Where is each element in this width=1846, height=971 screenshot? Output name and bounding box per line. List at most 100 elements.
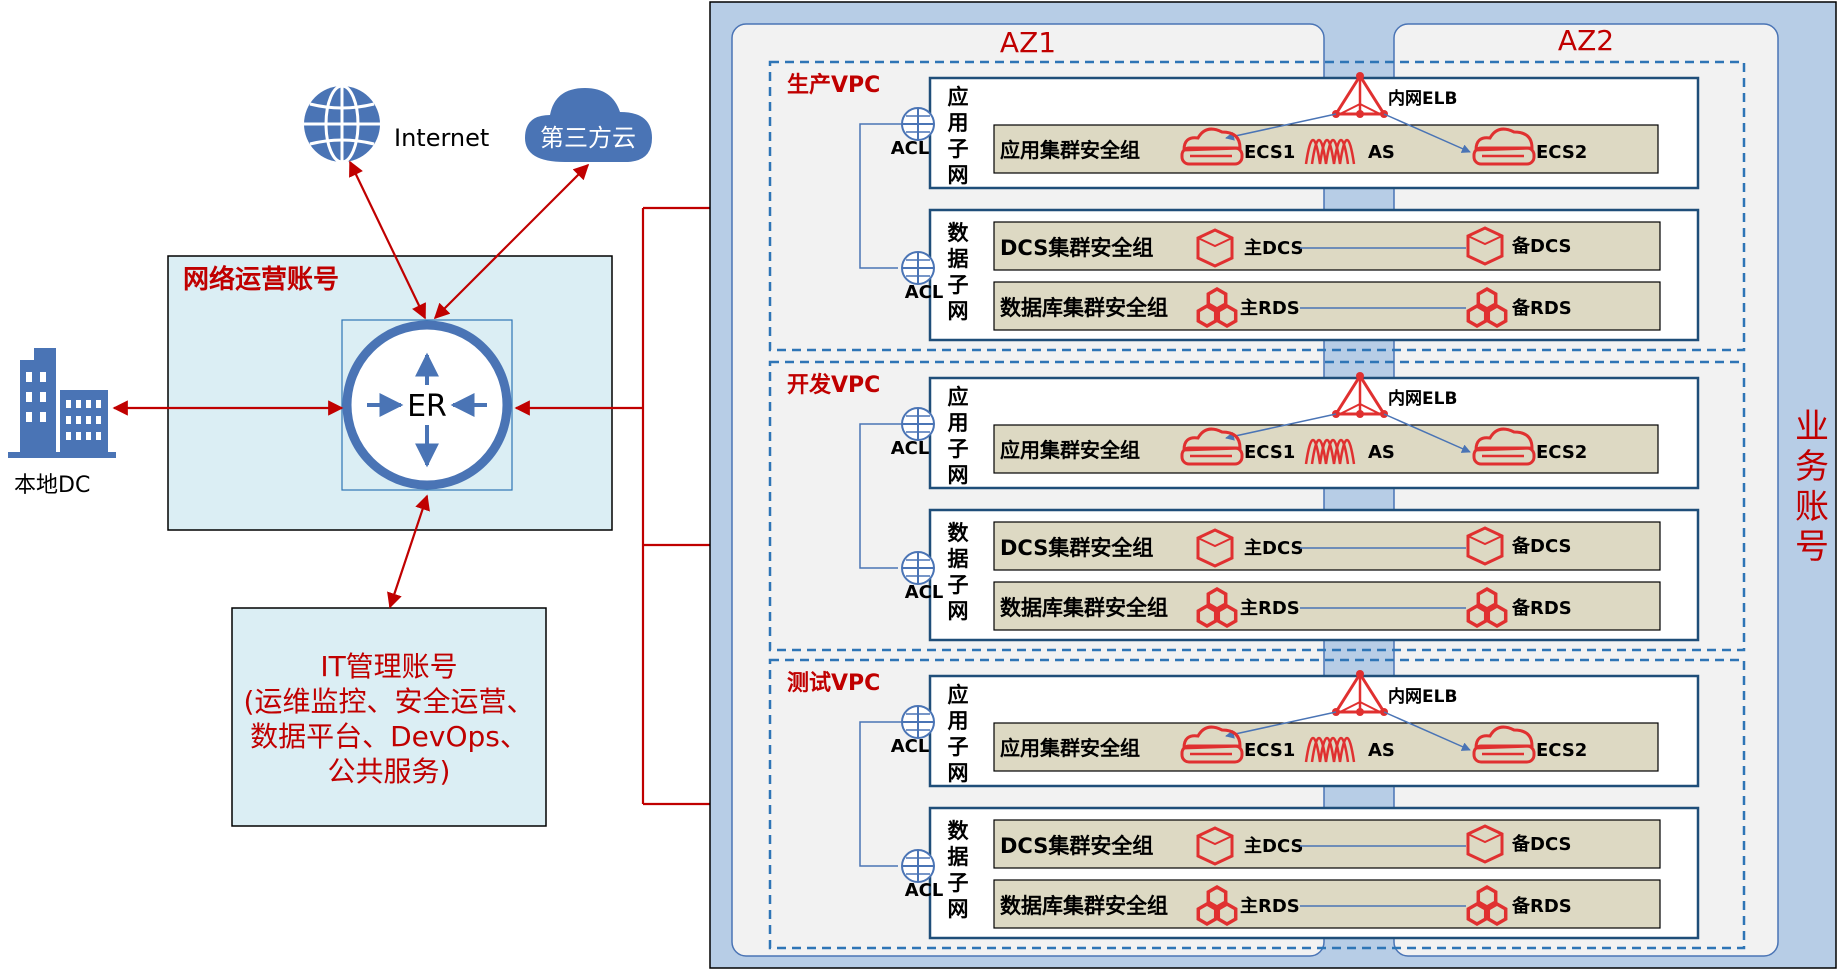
app-subnet-label-char-3: 子	[948, 735, 969, 759]
dcs-standby-icon	[1466, 226, 1504, 266]
it-account-line-4: 公共服务)	[328, 755, 451, 788]
left-connections	[112, 160, 776, 812]
data-subnet-label-char-1: 数	[948, 221, 970, 245]
internet-er-arrow	[349, 160, 426, 320]
business-account-char-2: 务	[1795, 447, 1829, 487]
elb-label: 内网ELB	[1388, 388, 1457, 409]
ecs1-label: ECS1	[1244, 442, 1295, 463]
data-acl-icon	[901, 551, 935, 585]
elb-to-ecs2-line	[1383, 711, 1471, 751]
app-security-group	[993, 722, 1659, 772]
business-account-char-3: 账	[1795, 487, 1829, 527]
acl-link-line	[859, 123, 918, 269]
ecs2-icon	[1472, 725, 1536, 764]
app-sg-label: 应用集群安全组	[1000, 138, 1140, 162]
as-label: AS	[1368, 142, 1395, 163]
rds-sg-label: 数据库集群安全组	[1000, 894, 1168, 918]
data-subnet-label-char-1: 数	[948, 819, 970, 843]
auto-scaling-icon	[1304, 737, 1356, 763]
dcs-standby-label: 备DCS	[1511, 535, 1571, 557]
dcs-primary-icon	[1196, 228, 1234, 268]
business-account-label: 业 务 账 号	[1795, 407, 1829, 567]
dcs-sg-label: DCS集群安全组	[1000, 236, 1153, 260]
data-subnet-label-char-3: 子	[948, 573, 969, 597]
data-subnet-label-char-4: 网	[948, 897, 969, 921]
er-label: ER	[407, 389, 447, 424]
data-acl-label: ACL	[905, 282, 944, 303]
data-subnet-label-char-3: 子	[948, 273, 969, 297]
az1-label: AZ1	[1000, 26, 1056, 59]
as-label: AS	[1368, 740, 1395, 761]
elb-to-ecs1-line	[1225, 113, 1337, 141]
az2-label: AZ2	[1558, 24, 1614, 57]
elb-to-ecs1-line	[1225, 413, 1337, 441]
rds-sg-label: 数据库集群安全组	[1000, 296, 1168, 320]
app-subnet-label-char-4: 网	[948, 463, 969, 487]
vpc-title: 开发VPC	[787, 372, 880, 398]
ecs1-icon	[1180, 127, 1244, 166]
rds-standby-icon	[1466, 586, 1508, 629]
dcs-primary-label: 主DCS	[1244, 537, 1303, 559]
elb-label: 内网ELB	[1388, 686, 1457, 707]
app-sg-label: 应用集群安全组	[1000, 736, 1140, 760]
vpc-title: 生产VPC	[787, 73, 880, 98]
dcs-security-group	[993, 221, 1661, 271]
cloud-icon	[525, 88, 652, 162]
ecs1-icon	[1180, 427, 1244, 466]
vpc-title: 测试VPC	[787, 671, 880, 696]
data-subnet-label-char-4: 网	[948, 299, 969, 323]
dcs-standby-label: 备DCS	[1511, 833, 1571, 855]
data-acl-icon	[901, 849, 935, 883]
dcs-sg-label: DCS集群安全组	[1000, 536, 1153, 560]
dcs-primary-icon	[1196, 528, 1234, 568]
it-account-line-2: (运维监控、安全运营、	[244, 685, 535, 718]
rds-security-group	[993, 879, 1661, 929]
building-icon	[8, 348, 116, 458]
network-ops-account-title: 网络运营账号	[183, 264, 339, 295]
internet-globe-icon	[304, 84, 380, 164]
app-subnet-label-char-4: 网	[948, 761, 969, 785]
vpc-boundary	[768, 360, 1746, 652]
it-account-line-1: IT管理账号	[320, 650, 457, 683]
app-acl-label: ACL	[891, 138, 930, 159]
it-account-line-3: 数据平台、DevOps、	[250, 720, 528, 753]
app-acl-icon	[901, 705, 935, 739]
vpc-boundary	[768, 658, 1746, 950]
data-subnet-label-char-2: 据	[948, 547, 969, 571]
rds-standby-label: 备RDS	[1511, 297, 1572, 319]
data-acl-icon	[901, 251, 935, 285]
acl-link-line	[859, 721, 918, 867]
ecs1-label: ECS1	[1244, 740, 1295, 761]
elb-label: 内网ELB	[1388, 88, 1457, 109]
app-acl-icon	[901, 407, 935, 441]
rds-primary-label: 主RDS	[1240, 895, 1300, 917]
app-security-group	[993, 424, 1659, 474]
elb-to-ecs2-line	[1383, 113, 1471, 153]
it-account-text: IT管理账号 (运维监控、安全运营、 数据平台、DevOps、 公共服务)	[244, 650, 535, 788]
rds-security-group	[993, 281, 1661, 331]
er-it-arrow	[387, 494, 430, 609]
ecs2-icon	[1472, 427, 1536, 466]
data-acl-label: ACL	[905, 880, 944, 901]
dcs-standby-icon	[1466, 526, 1504, 566]
ecs1-label: ECS1	[1244, 142, 1295, 163]
data-acl-label: ACL	[905, 582, 944, 603]
rds-standby-label: 备RDS	[1511, 597, 1572, 619]
dcs-security-group	[993, 819, 1661, 869]
it-account-box	[231, 607, 547, 827]
rds-primary-label: 主RDS	[1240, 597, 1300, 619]
data-subnet-label-char-2: 据	[948, 247, 969, 271]
ecs1-icon	[1180, 725, 1244, 764]
app-subnet-label-char-2: 用	[948, 411, 969, 435]
rds-security-group	[993, 581, 1661, 631]
rds-standby-label: 备RDS	[1511, 895, 1572, 917]
internet-label: Internet	[394, 124, 489, 152]
app-subnet-label-char-1: 应	[948, 85, 969, 109]
elb-to-ecs1-line	[1225, 711, 1337, 739]
dcs-primary-icon	[1196, 826, 1234, 866]
acl-link-line	[859, 423, 918, 569]
